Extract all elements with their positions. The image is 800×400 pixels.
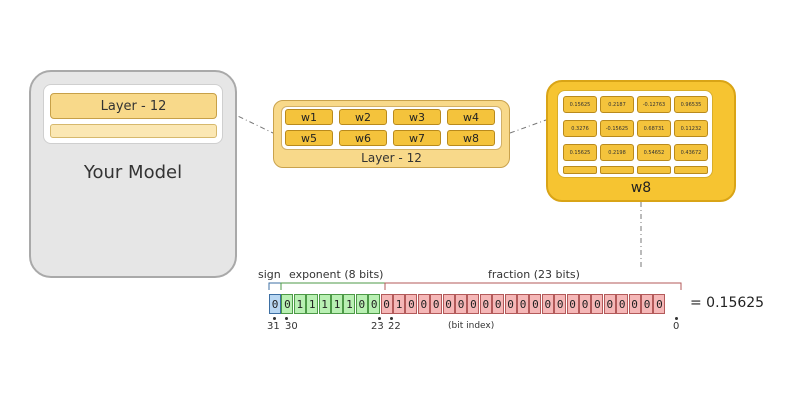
fraction-bit: 0: [442, 294, 455, 314]
weight-value-cell: 0.15625: [563, 96, 597, 113]
exponent-label: exponent (8 bits): [289, 268, 384, 281]
weight-value-cell-partial: [637, 166, 671, 174]
fraction-bit: 0: [405, 294, 418, 314]
decoded-value: = 0.15625: [690, 295, 765, 311]
fraction-bit: 0: [566, 294, 579, 314]
fraction-bit: 0: [653, 294, 666, 314]
exponent-bit: 1: [318, 294, 331, 314]
weight-value-cell-partial: [563, 166, 597, 174]
weight-cell: w3: [393, 109, 441, 125]
weight-cell: w8: [447, 130, 495, 146]
bit-index-22: 22: [388, 321, 401, 332]
weight-value-cell-partial: [674, 166, 708, 174]
w8-label: w8: [630, 180, 652, 196]
weight-value-cell: 0.3276: [563, 120, 597, 137]
weight-cell: w1: [285, 109, 333, 125]
layer-to-w8-connector: [509, 119, 547, 134]
weight-cell: w5: [285, 130, 333, 146]
weight-value-cell: 0.96535: [674, 96, 708, 113]
fraction-bit: 0: [517, 294, 529, 314]
weight-value-cell: 0.2187: [600, 96, 634, 113]
fraction-bit: 0: [579, 294, 591, 314]
fraction-bit: 1: [393, 294, 405, 314]
index-marker: [285, 317, 288, 320]
weight-value-cell: 0.68731: [637, 120, 671, 137]
model-title: Your Model: [83, 162, 183, 183]
weight-value-cell: -0.12763: [637, 96, 671, 113]
weight-cell: w4: [447, 109, 495, 125]
model-to-layer-connector: [216, 105, 274, 134]
fraction-bit: 0: [467, 294, 480, 314]
fraction-bit: 0: [603, 294, 616, 314]
layer-label: Layer - 12: [361, 151, 422, 165]
fraction-bit: 0: [628, 294, 641, 314]
fraction-bit: 0: [380, 294, 393, 314]
index-marker: [675, 317, 678, 320]
bit-index-30: 30: [285, 321, 298, 332]
sign-bracket: [268, 282, 282, 290]
fraction-bracket: [384, 282, 682, 290]
fraction-bit: 0: [417, 294, 430, 314]
fraction-bit: 0: [554, 294, 567, 314]
fraction-bit: 0: [591, 294, 604, 314]
exponent-bit: 1: [343, 294, 356, 314]
fraction-bit: 0: [455, 294, 467, 314]
fraction-bit: 0: [641, 294, 653, 314]
exponent-bit: 0: [281, 294, 294, 314]
weight-value-cell: 0.2198: [600, 144, 634, 161]
fraction-bit: 0: [479, 294, 492, 314]
bit-index-0: 0: [673, 321, 680, 332]
weight-cell: w6: [339, 130, 387, 146]
fraction-bit: 0: [492, 294, 505, 314]
weight-value-cell: 0.15625: [563, 144, 597, 161]
weight-value-cell: -0.15625: [600, 120, 634, 137]
bit-index-23: 23: [371, 321, 384, 332]
index-marker: [273, 317, 276, 320]
bit-index-label: (bit index): [448, 321, 495, 331]
exponent-bit: 1: [306, 294, 319, 314]
sign-bit: 0: [269, 294, 281, 314]
sign-label: sign: [258, 268, 281, 281]
fraction-label: fraction (23 bits): [488, 268, 580, 281]
exponent-bit: 1: [293, 294, 306, 314]
weight-value-cell: 0.54652: [637, 144, 671, 161]
bit-index-31: 31: [267, 321, 280, 332]
exponent-bit: 0: [368, 294, 381, 314]
weight-value-cell: 0.43672: [674, 144, 708, 161]
weight-value-cell: 0.11232: [674, 120, 708, 137]
fraction-bit: 0: [430, 294, 443, 314]
model-layer-12: Layer - 12: [50, 93, 217, 119]
exponent-bit: 1: [331, 294, 343, 314]
fraction-bit: 0: [616, 294, 629, 314]
fraction-bit: 0: [504, 294, 517, 314]
index-marker: [378, 317, 381, 320]
weight-value-cell-partial: [600, 166, 634, 174]
exponent-bit: 0: [355, 294, 368, 314]
fraction-bit: 0: [541, 294, 554, 314]
weight-cell: w7: [393, 130, 441, 146]
weight-cell: w2: [339, 109, 387, 125]
fraction-bit: 0: [529, 294, 542, 314]
exponent-bracket: [280, 282, 386, 290]
model-next-layer: [50, 124, 217, 138]
index-marker: [390, 317, 393, 320]
